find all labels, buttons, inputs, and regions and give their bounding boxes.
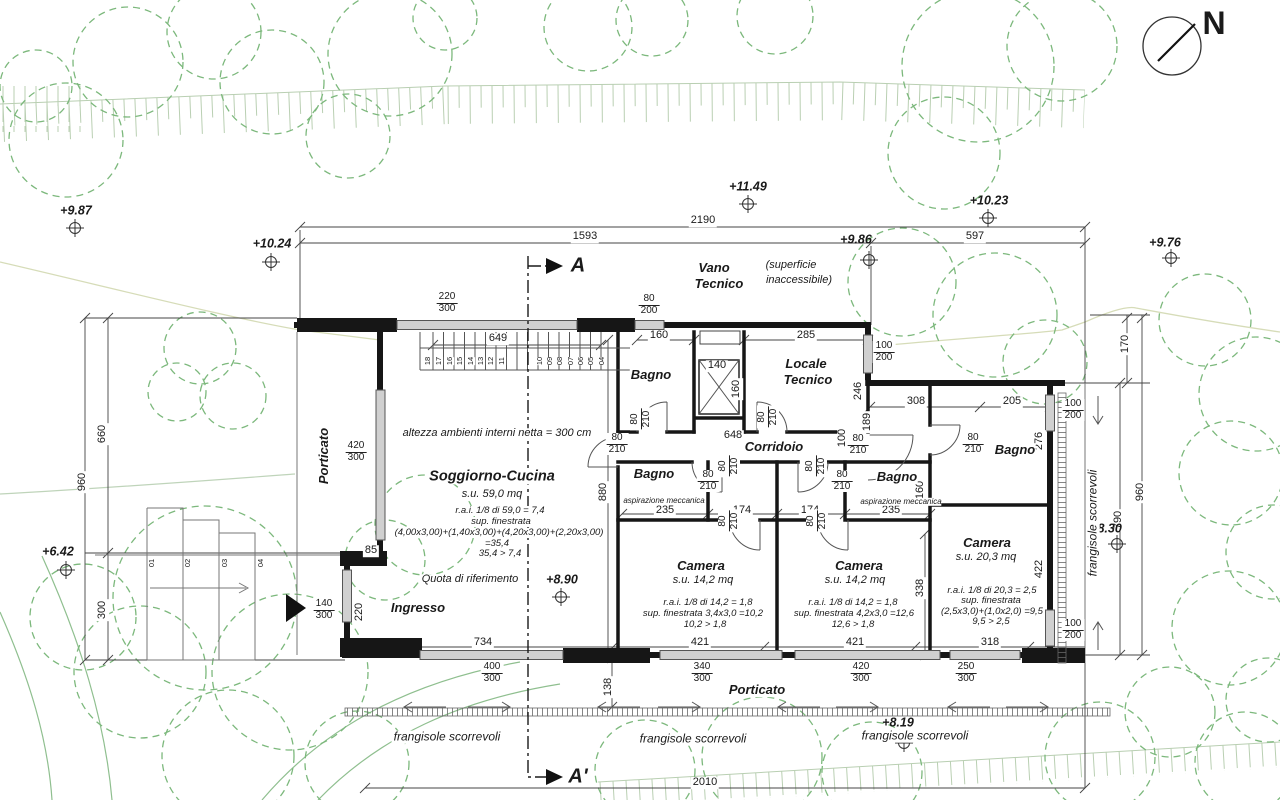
vegetation-band <box>597 740 1280 800</box>
boundary-fence <box>0 81 1086 144</box>
windows <box>342 320 1055 660</box>
wall-piers <box>297 318 1085 663</box>
exterior-steps <box>146 507 256 661</box>
north-compass-icon <box>1142 16 1202 76</box>
contour-lines <box>0 261 1280 495</box>
shaft-vano-tecnico <box>698 330 741 415</box>
doors <box>587 401 961 551</box>
frangisole-rail-right <box>1057 392 1067 664</box>
sliding-arrows <box>403 396 1104 713</box>
porch-edges <box>95 332 1086 663</box>
section-line <box>527 256 563 785</box>
slope-lines <box>0 555 561 800</box>
section-arrow-top <box>546 258 563 274</box>
walls-interior <box>616 330 1052 657</box>
walls-exterior <box>294 322 1065 658</box>
section-arrow-bottom <box>546 769 563 785</box>
staircase <box>419 332 630 371</box>
frangisole-rail-bottom <box>344 707 1111 717</box>
entrance-arrow-icon <box>286 594 306 622</box>
